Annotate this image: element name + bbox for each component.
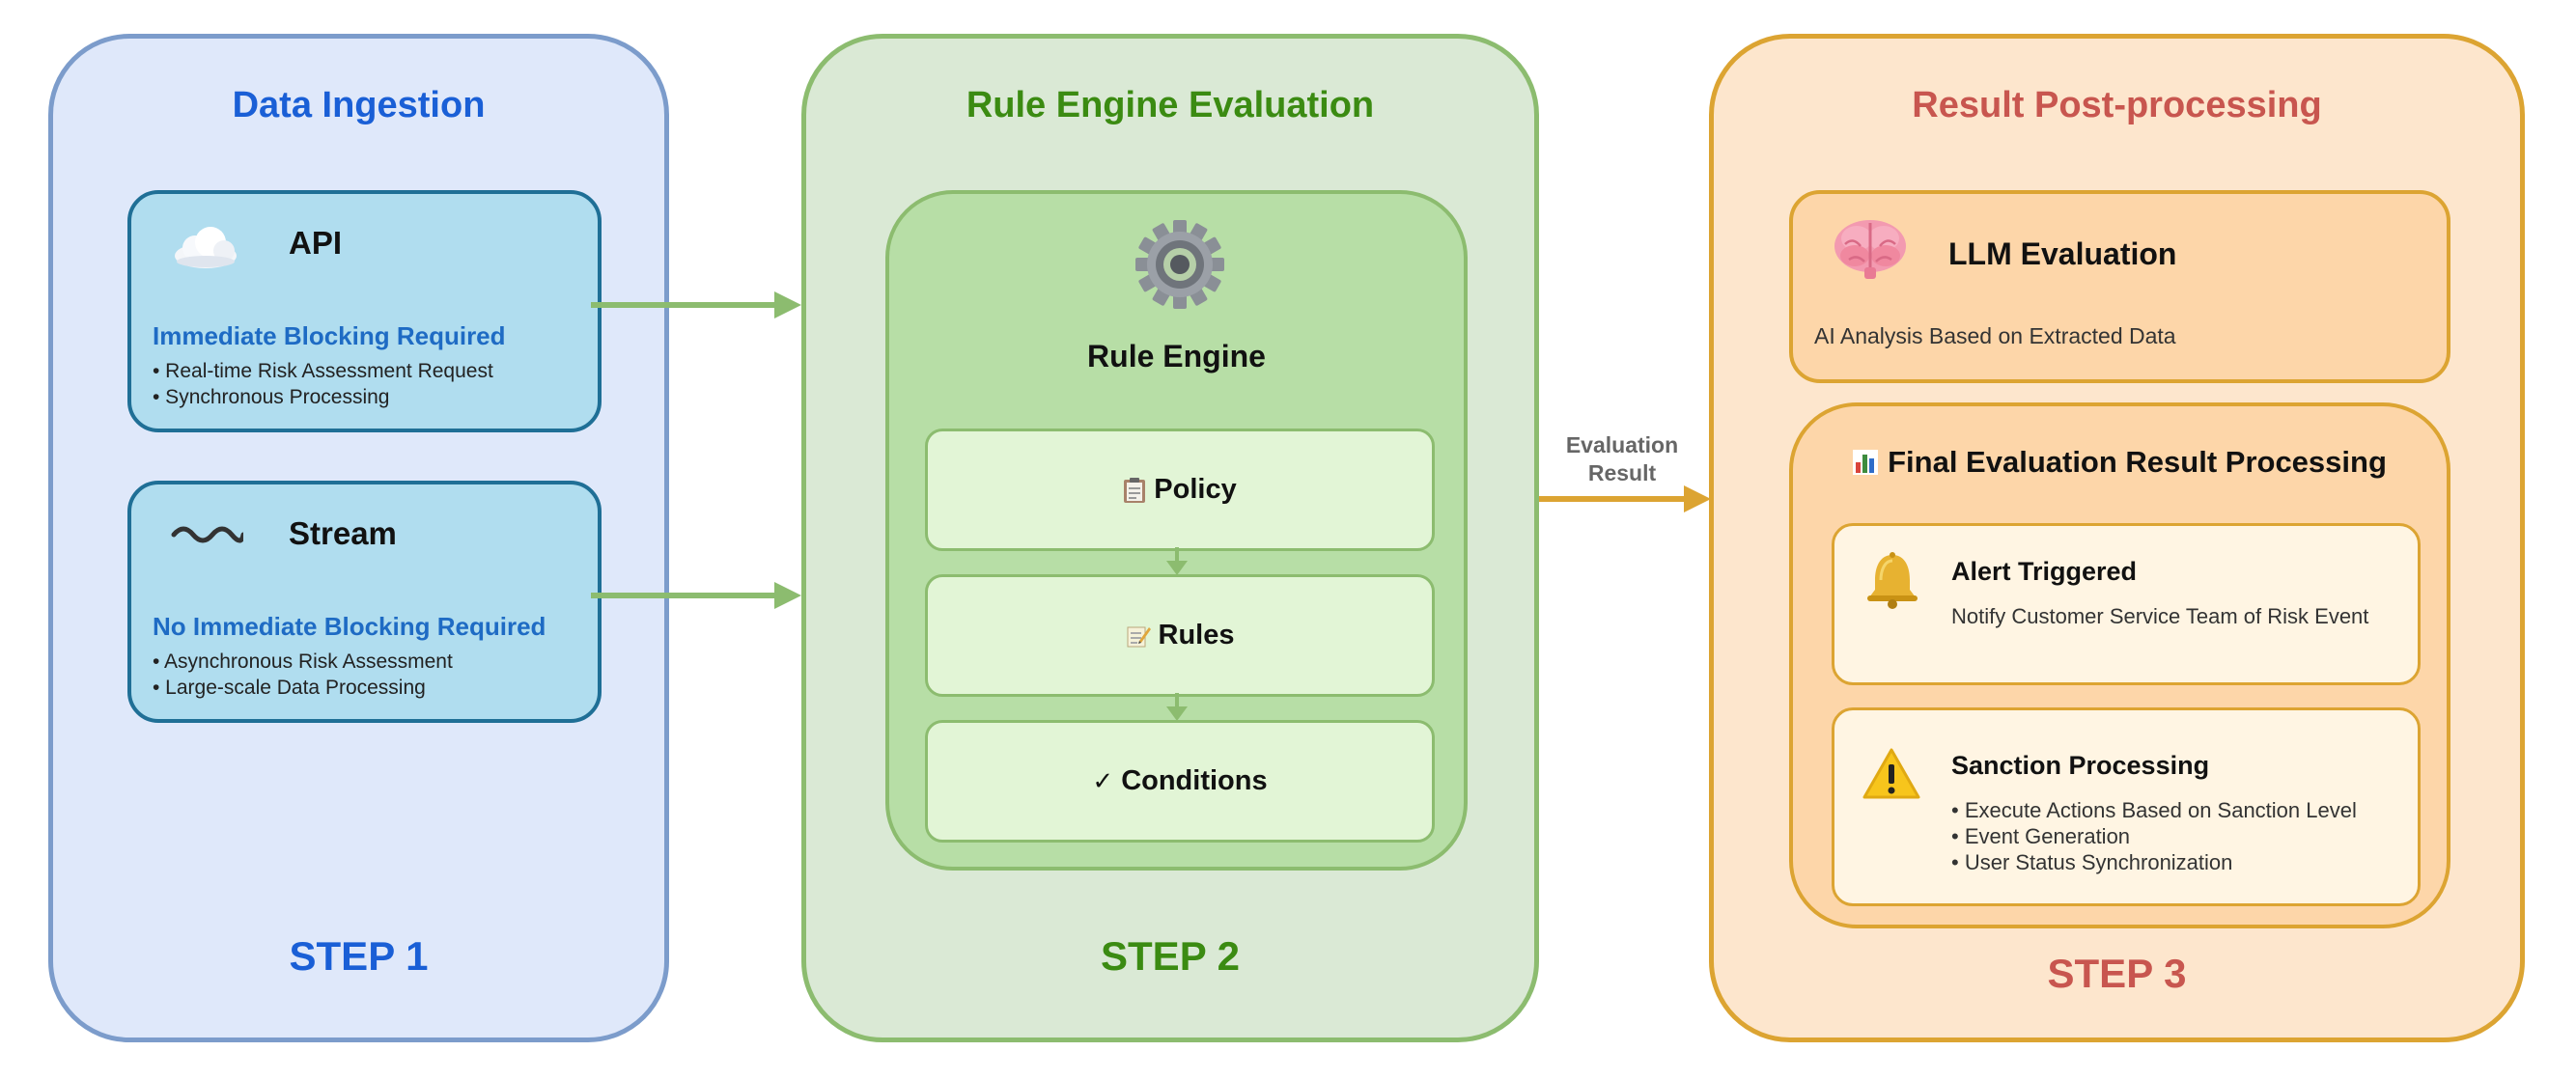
stream-source-box: Stream No Immediate Blocking Required • … (127, 481, 602, 723)
brain-icon (1834, 220, 1906, 279)
cloud-icon (175, 227, 237, 268)
rule-item: ✓ Conditions (928, 723, 1432, 840)
sanction-box: Sanction Processing • Execute Actions Ba… (1832, 707, 2421, 906)
rule-item: Policy (928, 431, 1432, 548)
checkmark-icon: ✓ (1092, 766, 1114, 795)
rule-engine-panel: Rule Engine Evaluation (801, 34, 1539, 1042)
step-label: STEP 3 (2047, 951, 2187, 996)
source-subtitle: Immediate Blocking Required (153, 321, 506, 350)
rule-label: Policy (1154, 474, 1237, 505)
gear-icon (1135, 220, 1224, 309)
bullet-item: • Large-scale Data Processing (153, 677, 426, 699)
panel-title: Rule Engine Evaluation (966, 85, 1375, 125)
rule-label: Rules (1158, 620, 1235, 650)
rules-box: Rules (925, 574, 1435, 697)
sanction-title: Sanction Processing (1951, 751, 2210, 780)
engine-title: Rule Engine (1087, 339, 1266, 374)
llm-title: LLM Evaluation (1948, 236, 2177, 271)
conditions-box: ✓ Conditions (925, 720, 1435, 843)
memo-icon (1127, 626, 1151, 647)
bullet-item: • Event Generation (1951, 824, 2131, 848)
post-processing-panel: Result Post-processing LLM Evaluation AI… (1709, 34, 2525, 1042)
down-arrow-icon (1166, 693, 1188, 721)
source-title: Stream (289, 515, 397, 551)
rule-engine-box: Rule Engine Policy (885, 190, 1468, 871)
source-subtitle: No Immediate Blocking Required (153, 612, 546, 641)
clipboard-icon (1124, 477, 1146, 503)
arrow-label-line: Evaluation (1565, 432, 1679, 457)
api-source-box: API Immediate Blocking Required • Real-t… (127, 190, 602, 432)
bell-icon (1867, 552, 1918, 609)
rule-label: Conditions (1121, 765, 1268, 796)
bar-chart-icon (1853, 450, 1879, 475)
bullet-item: • Real-time Risk Assessment Request (153, 360, 493, 382)
final-title: Final Evaluation Result Processing (1888, 445, 2387, 479)
source-bullets: • Real-time Risk Assessment Request • Sy… (153, 358, 493, 410)
alert-title: Alert Triggered (1951, 557, 2138, 586)
warning-icon (1862, 748, 1920, 799)
step-label: STEP 1 (289, 933, 429, 979)
llm-evaluation-box: LLM Evaluation AI Analysis Based on Extr… (1789, 190, 2450, 383)
evaluation-result-label: Evaluation Result (1545, 431, 1699, 487)
bullet-item: • Synchronous Processing (153, 386, 390, 408)
alert-text: Notify Customer Service Team of Risk Eve… (1951, 604, 2369, 628)
sanction-bullets: • Execute Actions Based on Sanction Leve… (1951, 797, 2357, 875)
source-title: API (289, 225, 343, 261)
source-bullets: • Asynchronous Risk Assessment • Large-s… (153, 649, 453, 701)
panel-title: Data Ingestion (232, 85, 486, 125)
arrow-label-line: Result (1587, 460, 1657, 485)
panel-title: Result Post-processing (1912, 85, 2322, 125)
final-header: Final Evaluation Result Processing (1793, 445, 2447, 480)
bullet-item: • User Status Synchronization (1951, 850, 2233, 874)
llm-text: AI Analysis Based on Extracted Data (1814, 323, 2176, 348)
wave-icon (171, 526, 243, 543)
policy-box: Policy (925, 429, 1435, 551)
bullet-item: • Execute Actions Based on Sanction Leve… (1951, 798, 2357, 822)
alert-box: Alert Triggered Notify Customer Service … (1832, 523, 2421, 685)
down-arrow-icon (1166, 547, 1188, 575)
engine-to-result-arrow (1539, 485, 1711, 512)
final-evaluation-box: Final Evaluation Result Processing Alert… (1789, 402, 2450, 928)
rule-item: Rules (928, 577, 1432, 694)
bullet-item: • Asynchronous Risk Assessment (153, 650, 453, 673)
data-ingestion-panel: Data Ingestion API Immediate Blocking Re… (48, 34, 669, 1042)
step-label: STEP 2 (1101, 933, 1240, 979)
